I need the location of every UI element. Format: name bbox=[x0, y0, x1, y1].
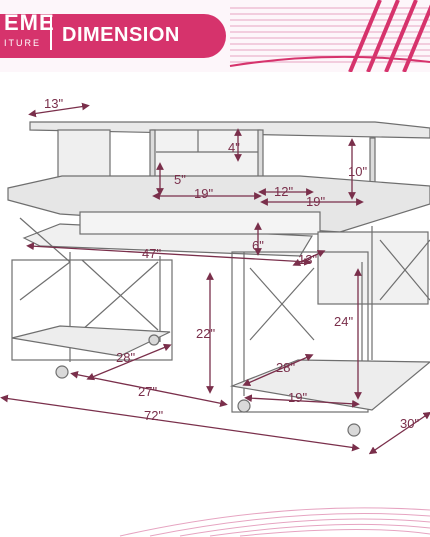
label-rack-height: 24" bbox=[334, 314, 353, 329]
label-rack-gap: 12" bbox=[274, 184, 293, 199]
label-leg-height: 22" bbox=[196, 326, 215, 341]
desk-dimension-diagram: 13" 4" 5" 19" 12" 19" 10" 47" 6" 13" 22"… bbox=[0, 96, 430, 455]
label-tray-depth: 13" bbox=[298, 252, 317, 267]
label-shelf-gap: 4" bbox=[228, 140, 240, 155]
header-banner: EME ITURE DIMENSION bbox=[0, 0, 430, 72]
label-cart-depth-left: 28" bbox=[116, 350, 135, 365]
label-hutch-depth: 13" bbox=[44, 96, 63, 111]
label-cart-depth-right: 28" bbox=[276, 360, 295, 375]
label-total-depth: 30" bbox=[400, 416, 419, 431]
label-cart-width-right: 19" bbox=[288, 390, 307, 405]
footer-wave-lines bbox=[119, 507, 430, 537]
label-cart-width-left: 27" bbox=[138, 384, 157, 399]
logo-divider bbox=[50, 16, 52, 50]
label-side-height: 10" bbox=[348, 164, 367, 179]
label-tray-gap: 6" bbox=[252, 238, 264, 253]
page-title: DIMENSION bbox=[62, 24, 180, 46]
dimension-lines bbox=[0, 102, 430, 455]
brand-logo: EME bbox=[4, 10, 55, 35]
label-right-width: 19" bbox=[306, 194, 325, 209]
label-cubby-width: 19" bbox=[194, 186, 213, 201]
brand-tagline: ITURE bbox=[4, 38, 41, 48]
label-total-width: 72" bbox=[144, 408, 163, 423]
label-tray-width: 47" bbox=[142, 246, 161, 261]
title-pill bbox=[0, 14, 226, 58]
dimension-labels: 13" 4" 5" 19" 12" 19" 10" 47" 6" 13" 22"… bbox=[44, 96, 419, 431]
label-cubby-height: 5" bbox=[174, 172, 186, 187]
banner-stripes bbox=[229, 0, 430, 72]
